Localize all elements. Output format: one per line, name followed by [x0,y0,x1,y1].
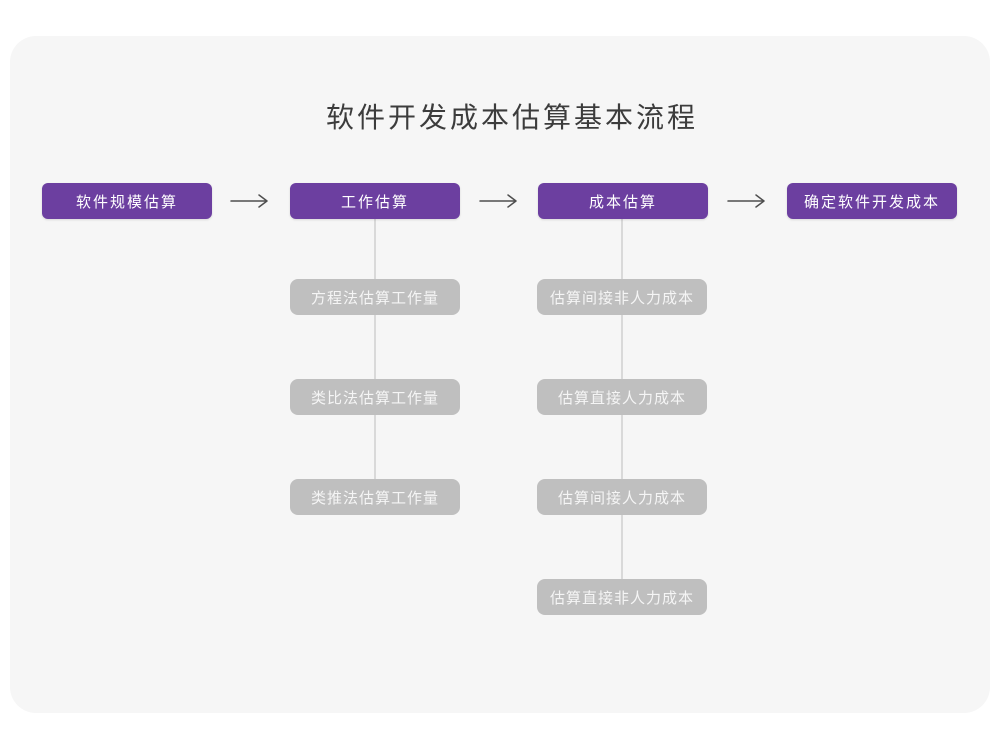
diagram-card [10,36,990,713]
sub-node-direct-labor-cost: 估算直接人力成本 [537,379,707,415]
sub-node-analogy-method: 类比法估算工作量 [290,379,460,415]
flow-node-cost-estimation: 成本估算 [538,183,708,219]
sub-node-extrapolation-method: 类推法估算工作量 [290,479,460,515]
flow-node-software-scale-estimation: 软件规模估算 [42,183,212,219]
flow-arrow-icon [479,194,517,208]
sub-node-equation-method: 方程法估算工作量 [290,279,460,315]
diagram-title: 软件开发成本估算基本流程 [325,102,698,133]
connector-line-work-column [374,219,376,497]
sub-node-indirect-labor-cost: 估算间接人力成本 [537,479,707,515]
flow-arrow-icon [727,194,765,208]
sub-node-indirect-nonlabor-cost: 估算间接非人力成本 [537,279,707,315]
flow-node-determine-dev-cost: 确定软件开发成本 [787,183,957,219]
flow-arrow-icon [230,194,268,208]
flow-node-work-estimation: 工作估算 [290,183,460,219]
sub-node-direct-nonlabor-cost: 估算直接非人力成本 [537,579,707,615]
